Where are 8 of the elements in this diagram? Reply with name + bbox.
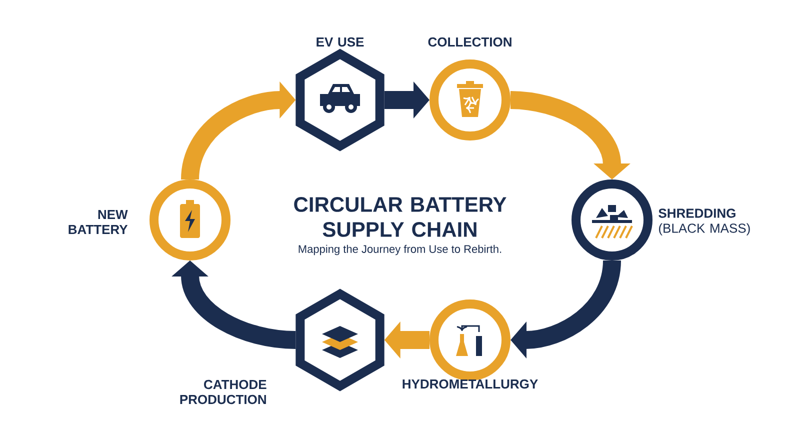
subtitle: Mapping the Journey from Use to Rebirth. [298,244,502,256]
step-label: SHREDDING (BLACK MASS) [658,208,750,236]
step-label: NEW BATTERY [68,210,128,234]
step-label: CATHODE PRODUCTION [180,380,266,404]
title: CIRCULAR BATTERY SUPPLY CHAIN [294,197,506,237]
step-label: EV USE [316,37,364,47]
step-label: HYDROMETALLURGY [402,379,538,389]
step-label: COLLECTION [428,37,512,47]
